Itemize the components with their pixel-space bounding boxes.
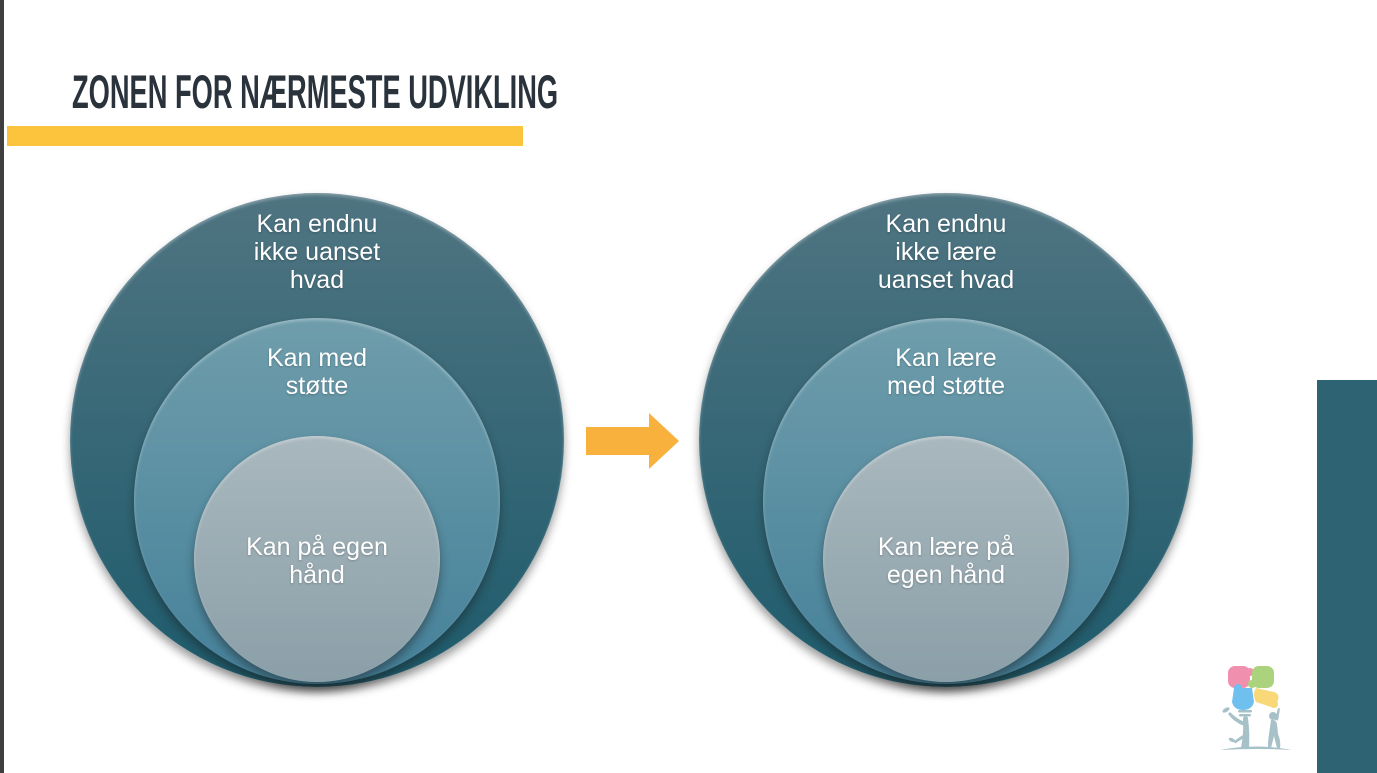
zone-label-inner-left: Kan på egen hånd <box>246 533 388 589</box>
zone-label-inner-right: Kan lære på egen hånd <box>877 533 1015 589</box>
slide-title: ZONEN FOR NÆRMESTE UDVIKLING <box>72 65 559 118</box>
zone-label-outer-right: Kan endnu ikke lære uanset hvad <box>877 210 1015 294</box>
tree-lightbulb-puzzle-logo-icon <box>1220 666 1292 750</box>
diagram-left: Kan endnu ikke uanset hvad Kan med støtt… <box>70 193 564 705</box>
zone-label-outer-left: Kan endnu ikke uanset hvad <box>253 210 381 294</box>
right-side-bar <box>1317 380 1377 773</box>
right-arrow-icon <box>586 413 679 469</box>
left-edge-bar <box>0 0 4 773</box>
logo <box>1216 660 1296 760</box>
diagram-right: Kan endnu ikke lære uanset hvad Kan lære… <box>699 193 1193 705</box>
zone-label-middle-left: Kan med støtte <box>266 344 368 400</box>
title-accent-bar <box>7 126 523 146</box>
zone-label-middle-right: Kan lære med støtte <box>886 344 1006 400</box>
circle-inner-left <box>194 436 440 682</box>
transition-arrow <box>586 412 680 470</box>
circle-inner-right <box>823 436 1069 682</box>
